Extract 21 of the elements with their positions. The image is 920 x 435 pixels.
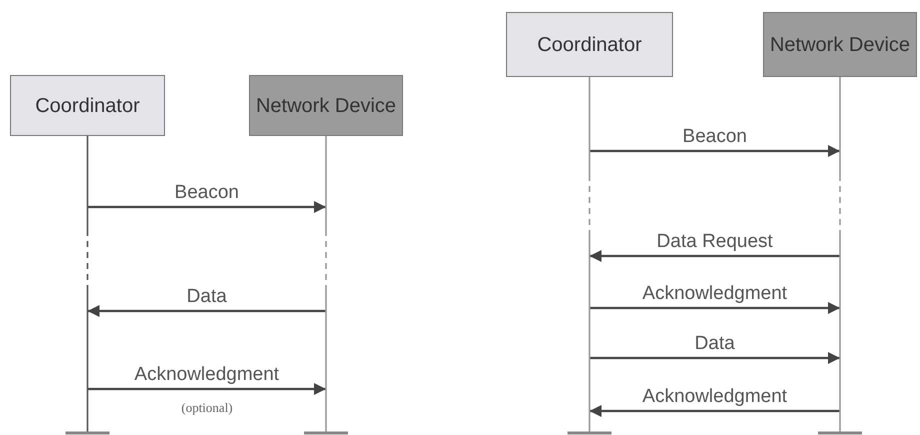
edge-label: Data Request (656, 232, 773, 252)
edge-label: Acknowledgment (134, 365, 280, 385)
edge-label: Beacon (682, 127, 747, 147)
participant-box: Coordinator (506, 12, 673, 77)
arrow (590, 145, 840, 157)
arrow (590, 302, 840, 314)
participant-box: Network Device (249, 75, 403, 136)
edge-label: Acknowledgment (642, 387, 788, 407)
note: (optional) (181, 400, 233, 416)
edge-label: Data (186, 287, 227, 307)
arrow (88, 201, 326, 213)
participant-box: Coordinator (10, 75, 165, 136)
arrow (88, 305, 326, 317)
edge-label: Data (694, 334, 735, 354)
arrow (590, 250, 840, 262)
arrow (88, 383, 326, 395)
edge-label: Beacon (174, 183, 239, 203)
arrow (590, 352, 840, 364)
arrow (590, 405, 840, 417)
edge-label: Acknowledgment (642, 284, 788, 304)
participant-box: Network Device (763, 12, 917, 77)
